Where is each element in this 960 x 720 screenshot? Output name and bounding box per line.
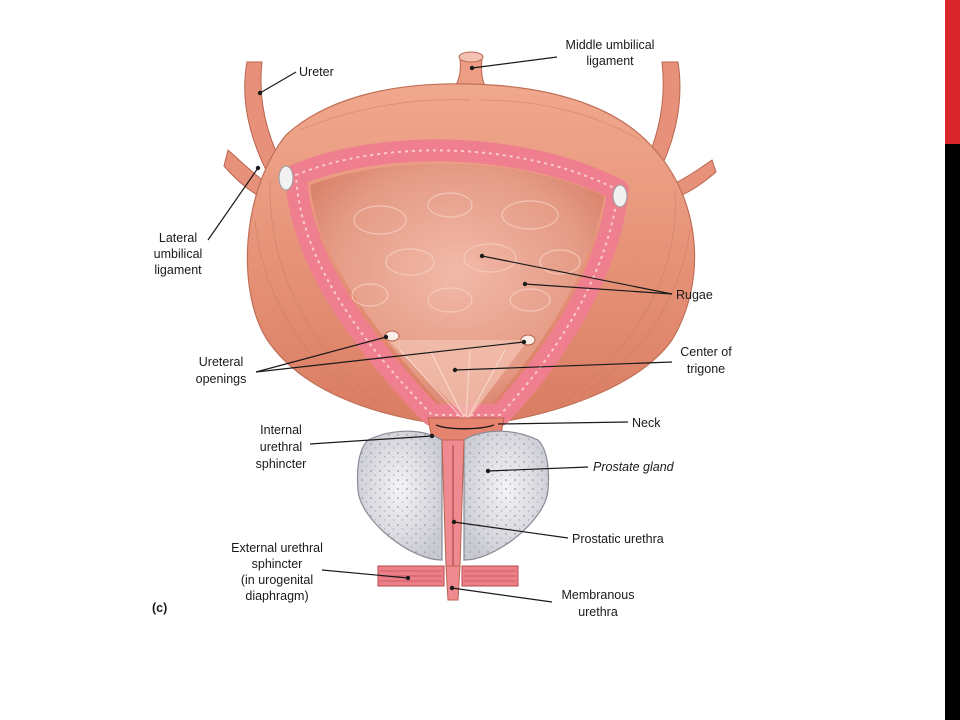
mucosa-wall <box>285 139 629 426</box>
label-ureter: Ureter <box>299 65 334 79</box>
label-external-sphincter-2: sphincter <box>252 557 303 571</box>
accent-bar-red <box>945 0 960 144</box>
membranous-urethra <box>445 565 461 601</box>
figure-letter: (c) <box>152 601 167 615</box>
label-external-sphincter-4: diaphragm) <box>245 589 308 603</box>
leader-lines <box>207 56 673 603</box>
label-middle-umbilical-1: Middle umbilical <box>566 38 655 52</box>
trigone <box>388 340 528 420</box>
prostate-gland <box>356 430 550 561</box>
label-lateral-umbilical-2: umbilical <box>154 247 203 261</box>
label-ureteral-openings-2: openings <box>196 372 247 386</box>
label-center-trigone-1: Center of <box>680 345 732 359</box>
label-neck: Neck <box>632 416 661 430</box>
label-external-sphincter-1: External urethral <box>231 541 323 555</box>
label-internal-sphincter-3: sphincter <box>256 457 307 471</box>
muscle-striations <box>254 99 691 406</box>
label-middle-umbilical-2: ligament <box>586 54 634 68</box>
label-membranous-urethra-1: Membranous <box>562 588 635 602</box>
label-center-trigone-2: trigone <box>687 362 725 376</box>
label-membranous-urethra-2: urethra <box>578 605 618 619</box>
label-prostatic-urethra: Prostatic urethra <box>572 532 664 546</box>
label-rugae: Rugae <box>676 288 713 302</box>
label-lateral-umbilical-1: Lateral <box>159 231 197 245</box>
label-internal-sphincter-1: Internal <box>260 423 302 437</box>
urogenital-diaphragm <box>377 565 519 587</box>
rugae-folds <box>351 192 581 313</box>
accent-bar-black <box>945 144 960 720</box>
label-internal-sphincter-2: urethral <box>260 440 302 454</box>
label-ureteral-openings-1: Ureteral <box>199 355 243 369</box>
label-lateral-umbilical-3: ligament <box>154 263 202 277</box>
label-prostate-gland: Prostate gland <box>593 460 675 474</box>
label-external-sphincter-3: (in urogenital <box>241 573 313 587</box>
